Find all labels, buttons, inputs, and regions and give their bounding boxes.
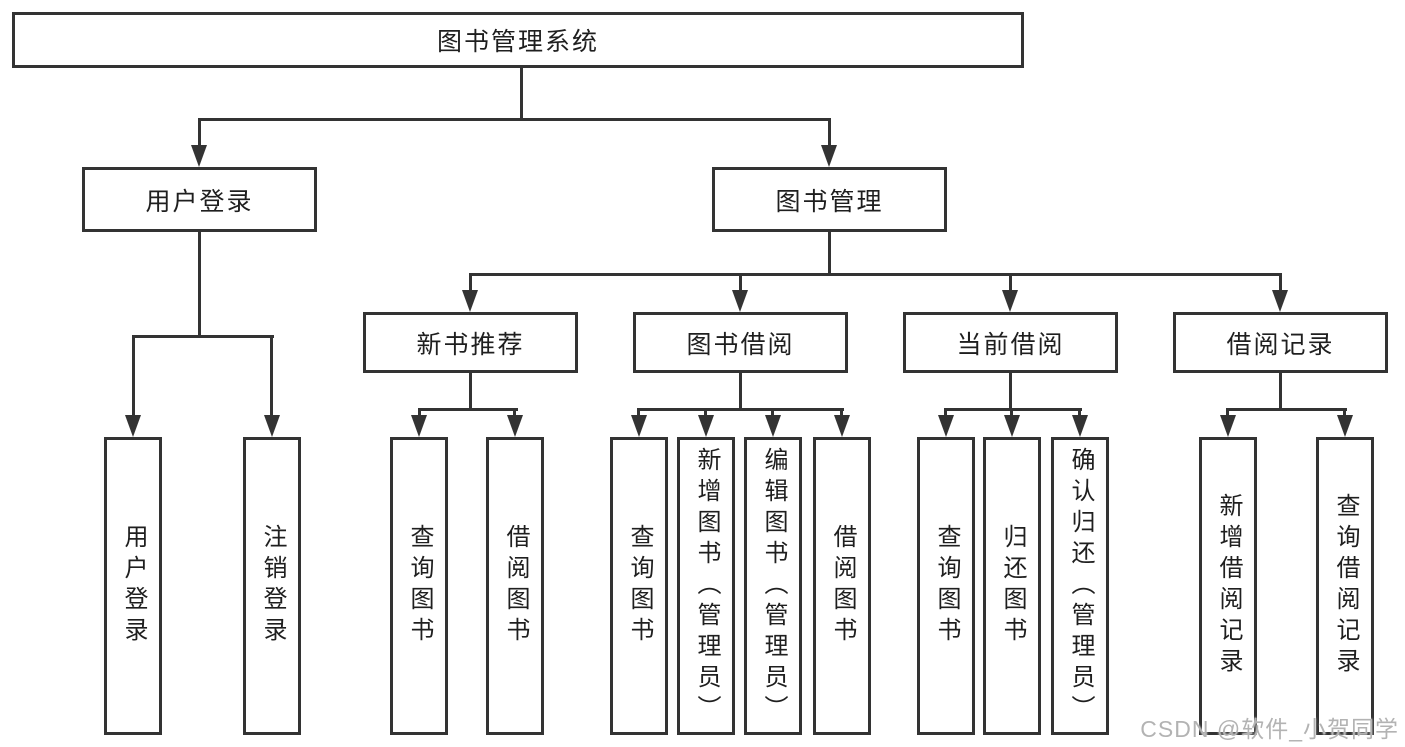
connector-line xyxy=(944,408,947,418)
connector-line xyxy=(270,335,273,417)
arrow-down-icon xyxy=(938,415,954,437)
leaf-bb-query-books: 查询图书 xyxy=(610,437,668,735)
connector-line xyxy=(638,408,844,411)
node-book-management: 图书管理 xyxy=(712,167,947,232)
leaf-nb-query-books: 查询图书 xyxy=(390,437,448,735)
connector-line xyxy=(771,408,774,418)
arrow-down-icon xyxy=(462,290,478,312)
connector-line xyxy=(1226,408,1229,418)
connector-line xyxy=(132,335,274,338)
connector-line xyxy=(1009,370,1012,410)
leaf-label: 查询图书 xyxy=(626,524,653,648)
connector-line xyxy=(418,408,421,418)
connector-line xyxy=(198,118,201,148)
connector-line xyxy=(469,273,472,293)
node-root-library-system: 图书管理系统 xyxy=(12,12,1024,68)
csdn-watermark: CSDN @软件_小贺同学 xyxy=(1140,716,1399,742)
connector-line xyxy=(469,370,472,410)
connector-line xyxy=(513,408,516,418)
connector-line xyxy=(1078,408,1081,418)
connector-line xyxy=(1009,273,1012,293)
connector-line xyxy=(739,273,742,293)
leaf-label: 借阅图书 xyxy=(502,524,529,648)
leaf-label: 查询图书 xyxy=(406,524,433,648)
leaf-user-login: 用户登录 xyxy=(104,437,162,735)
node-current-borrowing: 当前借阅 xyxy=(903,312,1118,373)
connector-line xyxy=(704,408,707,418)
arrow-down-icon xyxy=(1002,290,1018,312)
arrow-down-icon xyxy=(191,145,207,167)
leaf-label: 注销登录 xyxy=(259,524,286,648)
connector-line xyxy=(739,370,742,410)
connector-line xyxy=(840,408,843,418)
arrow-down-icon xyxy=(264,415,280,437)
arrow-down-icon xyxy=(411,415,427,437)
leaf-nb-borrow-books: 借阅图书 xyxy=(486,437,544,735)
connector-line xyxy=(469,273,1282,276)
leaf-label: 用户登录 xyxy=(120,524,147,648)
leaf-bb-edit-books-admin: 编辑图书（管理员） xyxy=(744,437,802,735)
arrow-down-icon xyxy=(507,415,523,437)
connector-line xyxy=(418,408,518,411)
leaf-br-query-record: 查询借阅记录 xyxy=(1316,437,1374,735)
leaf-logout: 注销登录 xyxy=(243,437,301,735)
connector-line xyxy=(198,118,831,121)
arrow-down-icon xyxy=(821,145,837,167)
node-user-login: 用户登录 xyxy=(82,167,317,232)
leaf-cb-return-books: 归还图书 xyxy=(983,437,1041,735)
leaf-label: 查询图书 xyxy=(933,524,960,648)
node-book-borrowing: 图书借阅 xyxy=(633,312,848,373)
arrow-down-icon xyxy=(1004,415,1020,437)
arrow-down-icon xyxy=(631,415,647,437)
connector-line xyxy=(1343,408,1346,418)
connector-line xyxy=(1226,408,1347,411)
node-borrow-records: 借阅记录 xyxy=(1173,312,1388,373)
connector-line xyxy=(198,230,201,337)
leaf-bb-borrow-books: 借阅图书 xyxy=(813,437,871,735)
arrow-down-icon xyxy=(698,415,714,437)
arrow-down-icon xyxy=(765,415,781,437)
leaf-label: 编辑图书（管理员） xyxy=(760,446,787,726)
leaf-label: 查询借阅记录 xyxy=(1332,493,1359,679)
arrow-down-icon xyxy=(732,290,748,312)
connector-line xyxy=(1279,273,1282,293)
arrow-down-icon xyxy=(1272,290,1288,312)
connector-line xyxy=(637,408,640,418)
connector-line xyxy=(1010,408,1013,418)
leaf-label: 归还图书 xyxy=(999,524,1026,648)
node-new-book-recommend: 新书推荐 xyxy=(363,312,578,373)
leaf-cb-query-books: 查询图书 xyxy=(917,437,975,735)
connector-line xyxy=(828,230,831,275)
connector-line xyxy=(1279,370,1282,410)
arrow-down-icon xyxy=(125,415,141,437)
arrow-down-icon xyxy=(834,415,850,437)
arrow-down-icon xyxy=(1337,415,1353,437)
leaf-label: 确认归还（管理员） xyxy=(1067,446,1094,726)
leaf-label: 新增图书（管理员） xyxy=(693,446,720,726)
arrow-down-icon xyxy=(1072,415,1088,437)
connector-line xyxy=(944,408,1082,411)
leaf-cb-confirm-return-admin: 确认归还（管理员） xyxy=(1051,437,1109,735)
leaf-bb-add-books-admin: 新增图书（管理员） xyxy=(677,437,735,735)
leaf-label: 新增借阅记录 xyxy=(1215,493,1242,679)
connector-line xyxy=(828,118,831,148)
connector-line xyxy=(520,64,523,120)
arrow-down-icon xyxy=(1220,415,1236,437)
leaf-br-add-record: 新增借阅记录 xyxy=(1199,437,1257,735)
leaf-label: 借阅图书 xyxy=(829,524,856,648)
connector-line xyxy=(132,335,135,417)
